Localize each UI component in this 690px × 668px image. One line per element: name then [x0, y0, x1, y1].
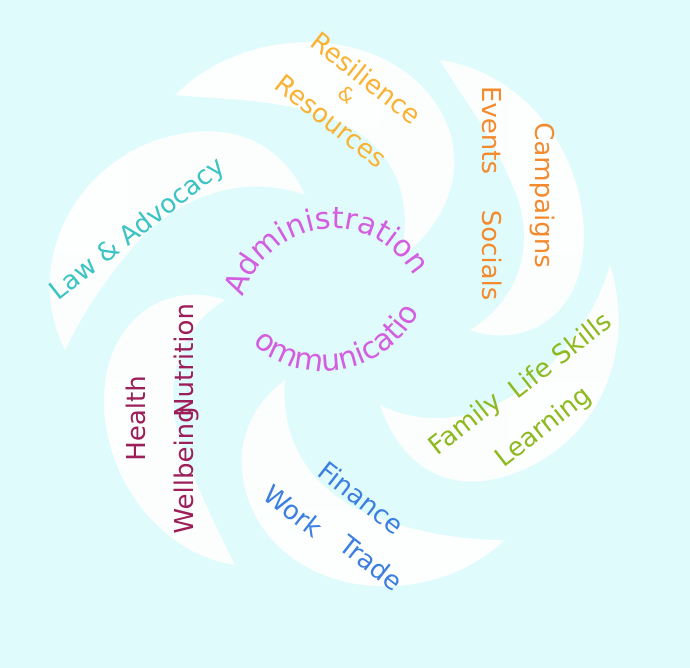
administration-label: Administration: [217, 201, 436, 300]
events-group: Events: [475, 86, 505, 174]
administration-path: Administration: [217, 201, 436, 300]
wellbeing-group: Wellbeing: [170, 406, 200, 533]
petal-finance: [241, 380, 505, 587]
nutrition-label: Nutrition: [170, 303, 200, 417]
campaigns-group: Campaigns: [528, 122, 558, 268]
events-label: Events: [475, 86, 505, 174]
campaigns-label: Campaigns: [528, 122, 558, 268]
socials-group: Socials: [475, 210, 505, 301]
petal-family: [380, 265, 619, 482]
petal-health: [103, 294, 235, 565]
petal-group: [49, 42, 619, 587]
petal-events: [440, 60, 584, 336]
wellbeing-label: Wellbeing: [170, 406, 200, 533]
nutrition-group: Nutrition: [170, 303, 200, 417]
health-label: Health: [122, 375, 152, 460]
petal-law: [49, 131, 306, 350]
petal-resilience: [175, 42, 455, 258]
health-group: Health: [122, 375, 152, 460]
socials-label: Socials: [475, 210, 505, 301]
